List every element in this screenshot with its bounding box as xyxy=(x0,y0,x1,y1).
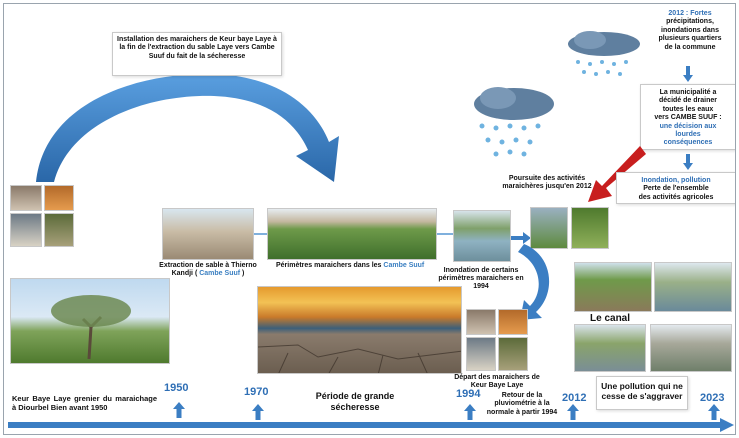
poursuite-photo-2 xyxy=(571,207,609,249)
year-1950: 1950 xyxy=(164,382,189,394)
up-arrow-2023 xyxy=(708,404,720,420)
up-arrow-1950 xyxy=(173,402,185,418)
flooded-perimeter-photo xyxy=(453,210,511,262)
poursuite-caption: Poursuite des activités maraichères jusq… xyxy=(502,175,592,191)
farmer-photo-4 xyxy=(44,213,74,247)
depart-caption: Départ des maraichers de Keur Baye Laye xyxy=(454,374,540,390)
timeline-start-text: Keur Baye Laye grenier du maraichage à D… xyxy=(12,394,157,412)
depart-photo-4 xyxy=(498,337,528,371)
intro-box: Installation des maraichers de Keur baye… xyxy=(112,32,282,76)
canal-photo-2 xyxy=(654,262,732,312)
sand-extraction-photo xyxy=(162,208,254,260)
year-2023: 2023 xyxy=(700,392,725,404)
rain-cloud-icon-2 xyxy=(474,87,554,157)
poursuite-photo-1 xyxy=(530,207,568,249)
canal-photo-3 xyxy=(574,324,646,372)
market-garden-photo xyxy=(267,208,437,260)
farmer-photo-2 xyxy=(44,185,74,211)
periode-text: Période de grande sécheresse xyxy=(315,391,395,412)
depart-photo-3 xyxy=(466,337,496,371)
perimetres-caption: Périmètres maraichers dans les Cambe Suu… xyxy=(276,262,425,269)
year-2012: 2012 xyxy=(562,392,587,404)
up-arrow-1994 xyxy=(464,404,476,420)
diagram-frame: Installation des maraichers de Keur baye… xyxy=(3,3,736,435)
connector-line-2 xyxy=(437,233,453,235)
baobab-photo xyxy=(10,278,170,364)
retour-text: Retour de la pluviométrie à la normale à… xyxy=(486,392,558,416)
canal-photo-4 xyxy=(650,324,732,372)
year-1970: 1970 xyxy=(244,386,269,398)
drought-photo xyxy=(257,286,462,374)
down-arrow-2 xyxy=(683,154,693,170)
year-1994: 1994 xyxy=(456,388,481,400)
timeline-axis xyxy=(8,418,734,432)
pollution-aggravation-box: Une pollution qui ne cesse de s'aggraver xyxy=(596,376,688,410)
down-arrow-1 xyxy=(683,66,693,82)
farmer-photo-1 xyxy=(10,185,42,211)
extraction-caption: Extraction de sable à Thierno Kandji ( C… xyxy=(159,262,257,278)
small-right-arrow xyxy=(511,232,531,244)
canal-photo-1 xyxy=(574,262,652,312)
connector-line-1 xyxy=(254,233,268,235)
decision-box: La municipalité a décidé de drainer tout… xyxy=(640,84,735,150)
canal-label: Le canal xyxy=(590,313,631,324)
rain-cloud-icon-1 xyxy=(568,31,640,76)
curved-arrow xyxy=(36,73,339,182)
farmer-photo-3 xyxy=(10,213,42,247)
precipitations-note: 2012 : Fortes précipitations, inondation… xyxy=(658,10,722,51)
up-arrow-1970 xyxy=(252,404,264,420)
curved-down-arrow xyxy=(518,244,550,320)
up-arrow-2012 xyxy=(567,404,579,420)
depart-photo-1 xyxy=(466,309,496,335)
pollution-box: Inondation, pollution Perte de l'ensembl… xyxy=(616,172,735,204)
depart-photo-2 xyxy=(498,309,528,335)
intro-text: Installation des maraichers de Keur baye… xyxy=(117,36,277,60)
inondation-caption: Inondation de certains périmètres maraic… xyxy=(438,267,524,291)
